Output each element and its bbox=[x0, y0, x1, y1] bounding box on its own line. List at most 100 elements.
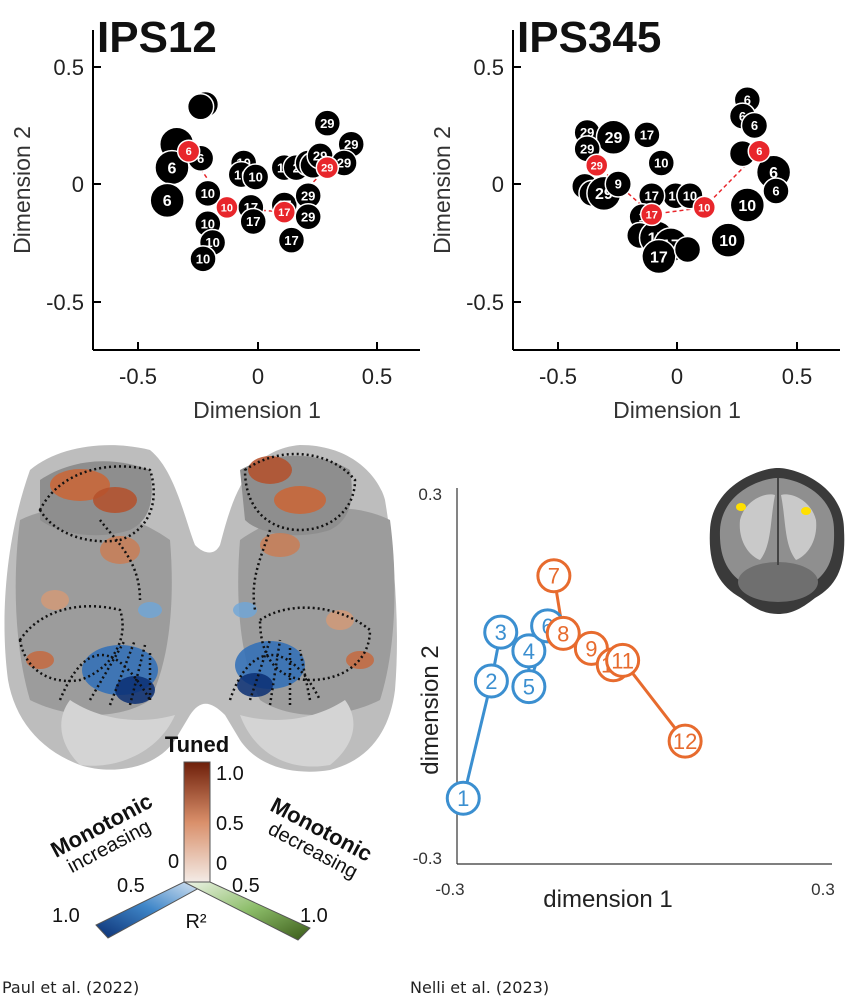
tuned-colorbar bbox=[183, 761, 211, 883]
ips12-point-label: 10 bbox=[205, 235, 219, 250]
ips345-point-label: 9 bbox=[615, 177, 622, 192]
increasing-tick: 0 bbox=[168, 851, 179, 873]
r-squared-label: R² bbox=[185, 911, 206, 933]
ips12-point-label: 6 bbox=[168, 160, 177, 177]
ips345-red-point bbox=[692, 195, 717, 220]
nelli-xtick-label: 0.3 bbox=[811, 880, 835, 899]
ips12-point-label: 10 bbox=[196, 252, 210, 267]
ips12-point-label: 29 bbox=[337, 156, 351, 171]
ips12-red-point-label: 29 bbox=[321, 163, 333, 175]
nelli-xtick-label: -0.3 bbox=[435, 880, 464, 899]
ips345-red-point-label: 17 bbox=[646, 209, 658, 221]
ips345-point-label: 29 bbox=[580, 142, 594, 157]
ips12-red-point bbox=[215, 195, 239, 220]
ips12-point bbox=[294, 203, 322, 231]
ips12-red-point-label: 17 bbox=[278, 207, 290, 219]
ips345-points: 6666610101010102929292299171711717172917… bbox=[571, 86, 792, 275]
ips12-point-label: 29 bbox=[301, 188, 315, 203]
ips345-xtick-label: 0.5 bbox=[782, 364, 813, 389]
blue-marker bbox=[511, 669, 547, 705]
tuned-tick: 1.0 bbox=[216, 763, 244, 785]
ips345-point bbox=[729, 187, 766, 223]
ips12-red-point-label: 10 bbox=[221, 202, 233, 214]
ips345-y-axis-label: Dimension 2 bbox=[429, 126, 455, 254]
ips12-point-label: 29 bbox=[320, 116, 334, 131]
ips345-point-label: 6 bbox=[751, 118, 758, 133]
monotonic-decreasing-colorbar bbox=[183, 881, 311, 941]
ips12-point bbox=[313, 109, 342, 137]
ips12-point-label: 17 bbox=[284, 233, 298, 248]
ips345-x-axis-label: Dimension 1 bbox=[613, 397, 741, 423]
citation-paul: Paul et al. (2022) bbox=[2, 978, 139, 997]
ips12-x-axis-label: Dimension 1 bbox=[193, 397, 321, 423]
blue-marker bbox=[483, 614, 519, 650]
ips12-point-label: 10 bbox=[201, 186, 215, 201]
ips345-point bbox=[710, 222, 746, 258]
ips345-point-label: 10 bbox=[654, 156, 668, 171]
ips345-point-label: 6 bbox=[769, 165, 778, 182]
blue-marker bbox=[511, 633, 547, 669]
ips12-point bbox=[186, 93, 215, 121]
ips12-ytick-label: 0 bbox=[72, 172, 84, 197]
orange-marker-label: 8 bbox=[557, 621, 569, 646]
decreasing-tick: 0.5 bbox=[232, 875, 260, 897]
ips12-xtick-label: 0.5 bbox=[362, 364, 393, 389]
ips345-point-label: 29 bbox=[605, 130, 623, 147]
ips12-red-point bbox=[315, 155, 340, 180]
blue-marker-label: 2 bbox=[485, 669, 497, 694]
ips345-point bbox=[647, 149, 676, 177]
ips345-point-label: 17 bbox=[644, 188, 658, 203]
ips12-point bbox=[239, 207, 267, 236]
nelli-panel: 0.3 -0.3 -0.3 0.3 dimension 1 dimension … bbox=[413, 485, 835, 913]
decreasing-tick: 1.0 bbox=[300, 905, 328, 927]
ips12-ytick-label: -0.5 bbox=[46, 290, 84, 315]
ips345-point bbox=[762, 177, 790, 205]
ips345-ytick-label: 0.5 bbox=[473, 55, 504, 80]
nelli-markers: 123456789101112 bbox=[445, 558, 703, 816]
ips12-point bbox=[194, 179, 222, 208]
brain-surface-illustration bbox=[4, 445, 397, 772]
ips12-panel: 0.5 0 -0.5 -0.5 0 0.5 Dimension 1 Dimens… bbox=[9, 13, 420, 423]
citation-nelli: Nelli et al. (2023) bbox=[410, 978, 549, 997]
ips345-point-label: 6 bbox=[772, 184, 779, 199]
ips345-title: IPS345 bbox=[517, 13, 661, 62]
ips12-point-label: 10 bbox=[201, 216, 215, 231]
blue-marker bbox=[445, 780, 481, 816]
nelli-x-axis-label: dimension 1 bbox=[543, 886, 672, 913]
blue-marker-label: 5 bbox=[523, 675, 535, 700]
blue-marker-label: 3 bbox=[495, 620, 507, 645]
orange-marker-label: 12 bbox=[673, 729, 697, 754]
ips12-xtick-label: 0 bbox=[252, 364, 264, 389]
ips12-title: IPS12 bbox=[97, 13, 217, 62]
ips12-point bbox=[241, 163, 270, 191]
ips12-point-label: 17 bbox=[246, 214, 260, 229]
ips345-red-point-label: 6 bbox=[756, 146, 762, 158]
blue-marker-label: 1 bbox=[457, 786, 469, 811]
ips12-point bbox=[189, 245, 217, 273]
ips345-point-label: 17 bbox=[640, 128, 654, 143]
ips12-point-label: 6 bbox=[197, 151, 204, 166]
nelli-y-axis-label: dimension 2 bbox=[417, 645, 444, 774]
orange-marker bbox=[536, 558, 572, 594]
ips12-point-label: 10 bbox=[248, 170, 262, 185]
orange-marker bbox=[545, 615, 581, 651]
ips12-red-point bbox=[176, 139, 201, 163]
ips345-xtick-label: 0 bbox=[671, 364, 683, 389]
ips345-red-point bbox=[584, 153, 609, 178]
increasing-tick: 0.5 bbox=[117, 875, 145, 897]
nelli-ytick-label: 0.3 bbox=[418, 485, 442, 504]
ips12-ytick-label: 0.5 bbox=[53, 55, 84, 80]
ips345-point-label: 10 bbox=[719, 233, 737, 250]
tuned-label: Tuned bbox=[165, 732, 229, 757]
ips345-red-point bbox=[747, 139, 772, 163]
ips12-points: 6666101010101010101717171717222929292929… bbox=[149, 90, 365, 273]
orange-marker-label: 11 bbox=[611, 648, 634, 673]
tuned-tick: 0.5 bbox=[216, 813, 244, 835]
ips12-xtick-label: -0.5 bbox=[119, 364, 157, 389]
ips345-panel: 0.5 0 -0.5 -0.5 0 0.5 Dimension 1 Dimens… bbox=[429, 13, 840, 423]
increasing-tick: 1.0 bbox=[52, 905, 80, 927]
ips12-y-axis-label: Dimension 2 bbox=[9, 126, 35, 254]
brain-mri-inset bbox=[709, 468, 845, 614]
ips345-point-label: 6 bbox=[744, 92, 751, 107]
